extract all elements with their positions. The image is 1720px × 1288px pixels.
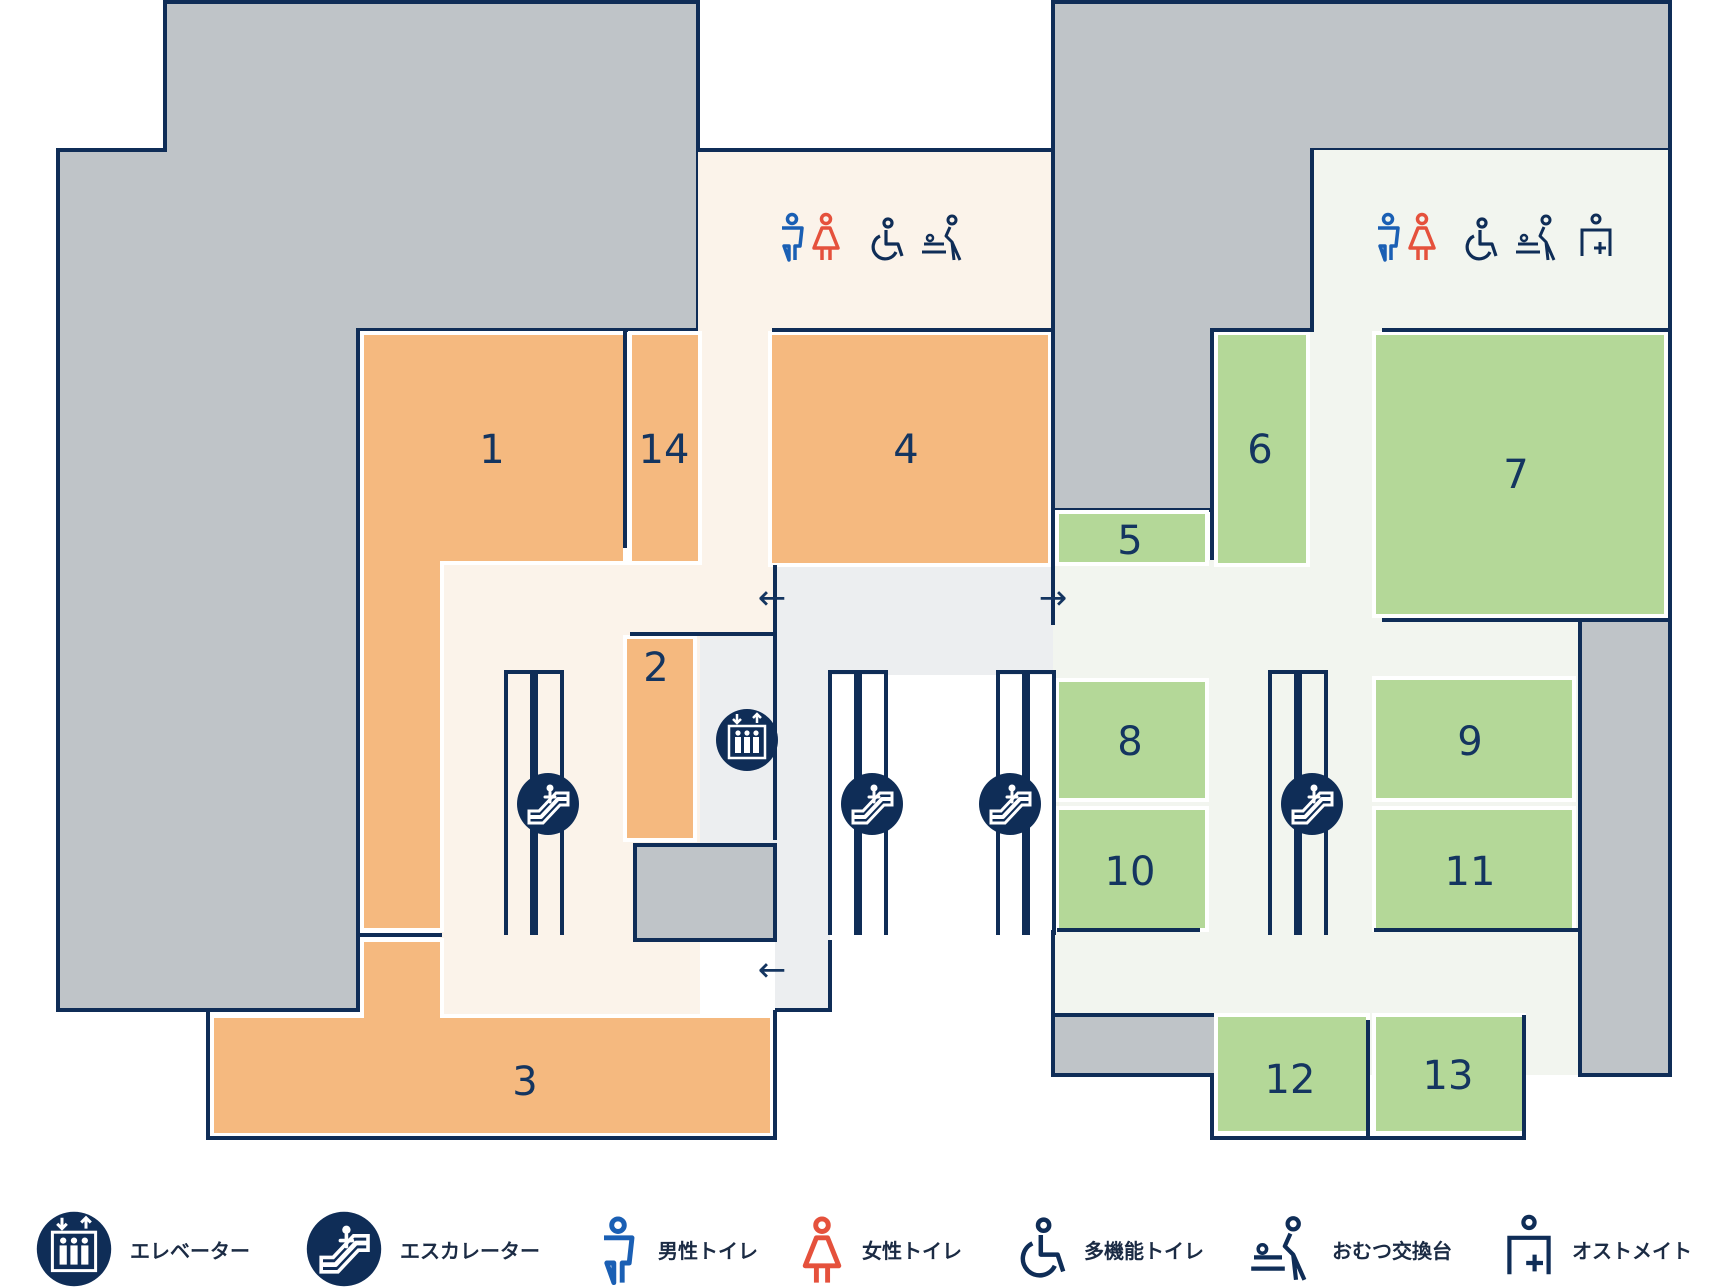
legend-label: オストメイト xyxy=(1572,1238,1692,1263)
shop-label-13: 13 xyxy=(1423,1053,1474,1099)
elevator-icon[interactable] xyxy=(714,707,780,773)
legend-item-female-toilet: 女性トイレ xyxy=(800,1210,962,1288)
shop-label-14: 14 xyxy=(639,427,690,473)
escalator-icon[interactable] xyxy=(839,771,905,837)
shop-5[interactable] xyxy=(1055,510,1209,566)
shop-label-10: 10 xyxy=(1105,849,1156,895)
legend-item-diaper-changing: おむつ交換台 xyxy=(1250,1210,1452,1288)
legend-label: 多機能トイレ xyxy=(1084,1238,1204,1263)
escalator-icon xyxy=(306,1211,382,1287)
male-toilet-icon xyxy=(596,1211,640,1287)
legend-item-multipurpose-toilet: 多機能トイレ xyxy=(1010,1210,1204,1288)
shop-8[interactable] xyxy=(1055,678,1209,802)
exit-arrow-left: ← xyxy=(758,578,787,618)
escalator-icon[interactable] xyxy=(977,771,1043,837)
female-toilet-icon xyxy=(800,1211,844,1287)
legend-label: 女性トイレ xyxy=(862,1238,962,1263)
ostomate-icon xyxy=(1504,1211,1554,1287)
shop-label-5: 5 xyxy=(1117,518,1142,564)
corridor xyxy=(775,565,1053,1010)
shop-4[interactable] xyxy=(768,331,1052,567)
elevator-icon xyxy=(36,1211,112,1287)
shop-label-2: 2 xyxy=(643,645,668,691)
shop-13[interactable] xyxy=(1372,1013,1526,1135)
legend-item-ostomate: オストメイト xyxy=(1504,1210,1692,1288)
legend-label: エレベーター xyxy=(130,1238,250,1263)
diaper-changing-icon xyxy=(1250,1211,1314,1287)
legend-label: エスカレーター xyxy=(400,1238,540,1263)
shop-label-11: 11 xyxy=(1445,849,1496,895)
shop-2[interactable] xyxy=(623,635,697,842)
legend-label: 男性トイレ xyxy=(658,1238,758,1263)
shop-3[interactable] xyxy=(210,938,774,1137)
shop-label-3: 3 xyxy=(512,1059,537,1105)
escalator-icon[interactable] xyxy=(515,771,581,837)
shop-label-9: 9 xyxy=(1457,719,1482,765)
legend-item-elevator: エレベーター xyxy=(36,1210,250,1288)
shop-7[interactable] xyxy=(1372,331,1668,618)
multipurpose-toilet-icon xyxy=(1010,1211,1066,1287)
shop-10[interactable] xyxy=(1055,806,1209,932)
exit-arrow-right: → xyxy=(1039,578,1068,618)
shop-11[interactable] xyxy=(1372,806,1576,932)
exit-arrow-left-bottom: ← xyxy=(758,950,787,990)
shop-9[interactable] xyxy=(1372,676,1576,802)
shop-label-7: 7 xyxy=(1503,452,1528,498)
shop-label-8: 8 xyxy=(1117,719,1142,765)
shop-label-6: 6 xyxy=(1247,427,1272,473)
shop-label-12: 12 xyxy=(1265,1057,1316,1103)
shop-6[interactable] xyxy=(1214,331,1310,567)
shop-14[interactable] xyxy=(628,331,702,565)
shop-12[interactable] xyxy=(1214,1013,1370,1135)
shop-label-4: 4 xyxy=(893,427,918,473)
shop-label-1: 1 xyxy=(479,427,504,473)
legend-item-escalator: エスカレーター xyxy=(306,1210,540,1288)
legend-label: おむつ交換台 xyxy=(1332,1238,1452,1263)
floor-map: 1 2 3 4 14 5 6 7 8 9 10 11 12 13 ← → ← xyxy=(56,0,1672,1140)
legend: エレベーター エスカレーター 男性トイレ 女性トイレ 多機能トイレ おむつ交換台… xyxy=(0,1210,1720,1288)
legend-item-male-toilet: 男性トイレ xyxy=(596,1210,758,1288)
escalator-icon[interactable] xyxy=(1279,771,1345,837)
